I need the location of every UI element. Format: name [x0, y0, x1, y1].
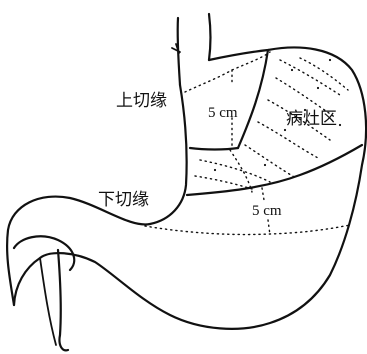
lesion-speck: [284, 129, 286, 131]
lesion-inner-boundary: [190, 148, 238, 150]
lower-distance-label: 5 cm: [252, 203, 282, 219]
lesion-stipple-5: [245, 145, 296, 178]
lesion-speck: [264, 164, 266, 166]
duodenum-inner: [40, 258, 56, 345]
lesion-speck: [339, 124, 341, 126]
esophagus-right-wall: [209, 14, 211, 60]
lesion-speck: [329, 59, 331, 61]
lower-distance-line-bottom: [268, 220, 270, 235]
upper-margin-label: 上切缘: [116, 91, 167, 110]
lower-resection-line: [145, 225, 350, 235]
lesion-speck: [317, 87, 319, 89]
lesion-speck: [291, 69, 293, 71]
lesion-area-label: 病灶区: [286, 109, 337, 128]
lesion-speck: [214, 169, 216, 171]
lower-distance-line-top: [262, 188, 264, 200]
lesion-lower-boundary: [187, 145, 362, 195]
cardia-dotted-line: [185, 52, 270, 92]
lesion-stipple-8: [300, 58, 348, 90]
lower-margin-label: 下切缘: [98, 190, 149, 209]
duodenum-end: [58, 250, 68, 350]
upper-distance-label: 5 cm: [208, 105, 238, 121]
stomach-lesser-curvature: [7, 85, 187, 305]
lesion-upper-boundary: [238, 50, 268, 148]
